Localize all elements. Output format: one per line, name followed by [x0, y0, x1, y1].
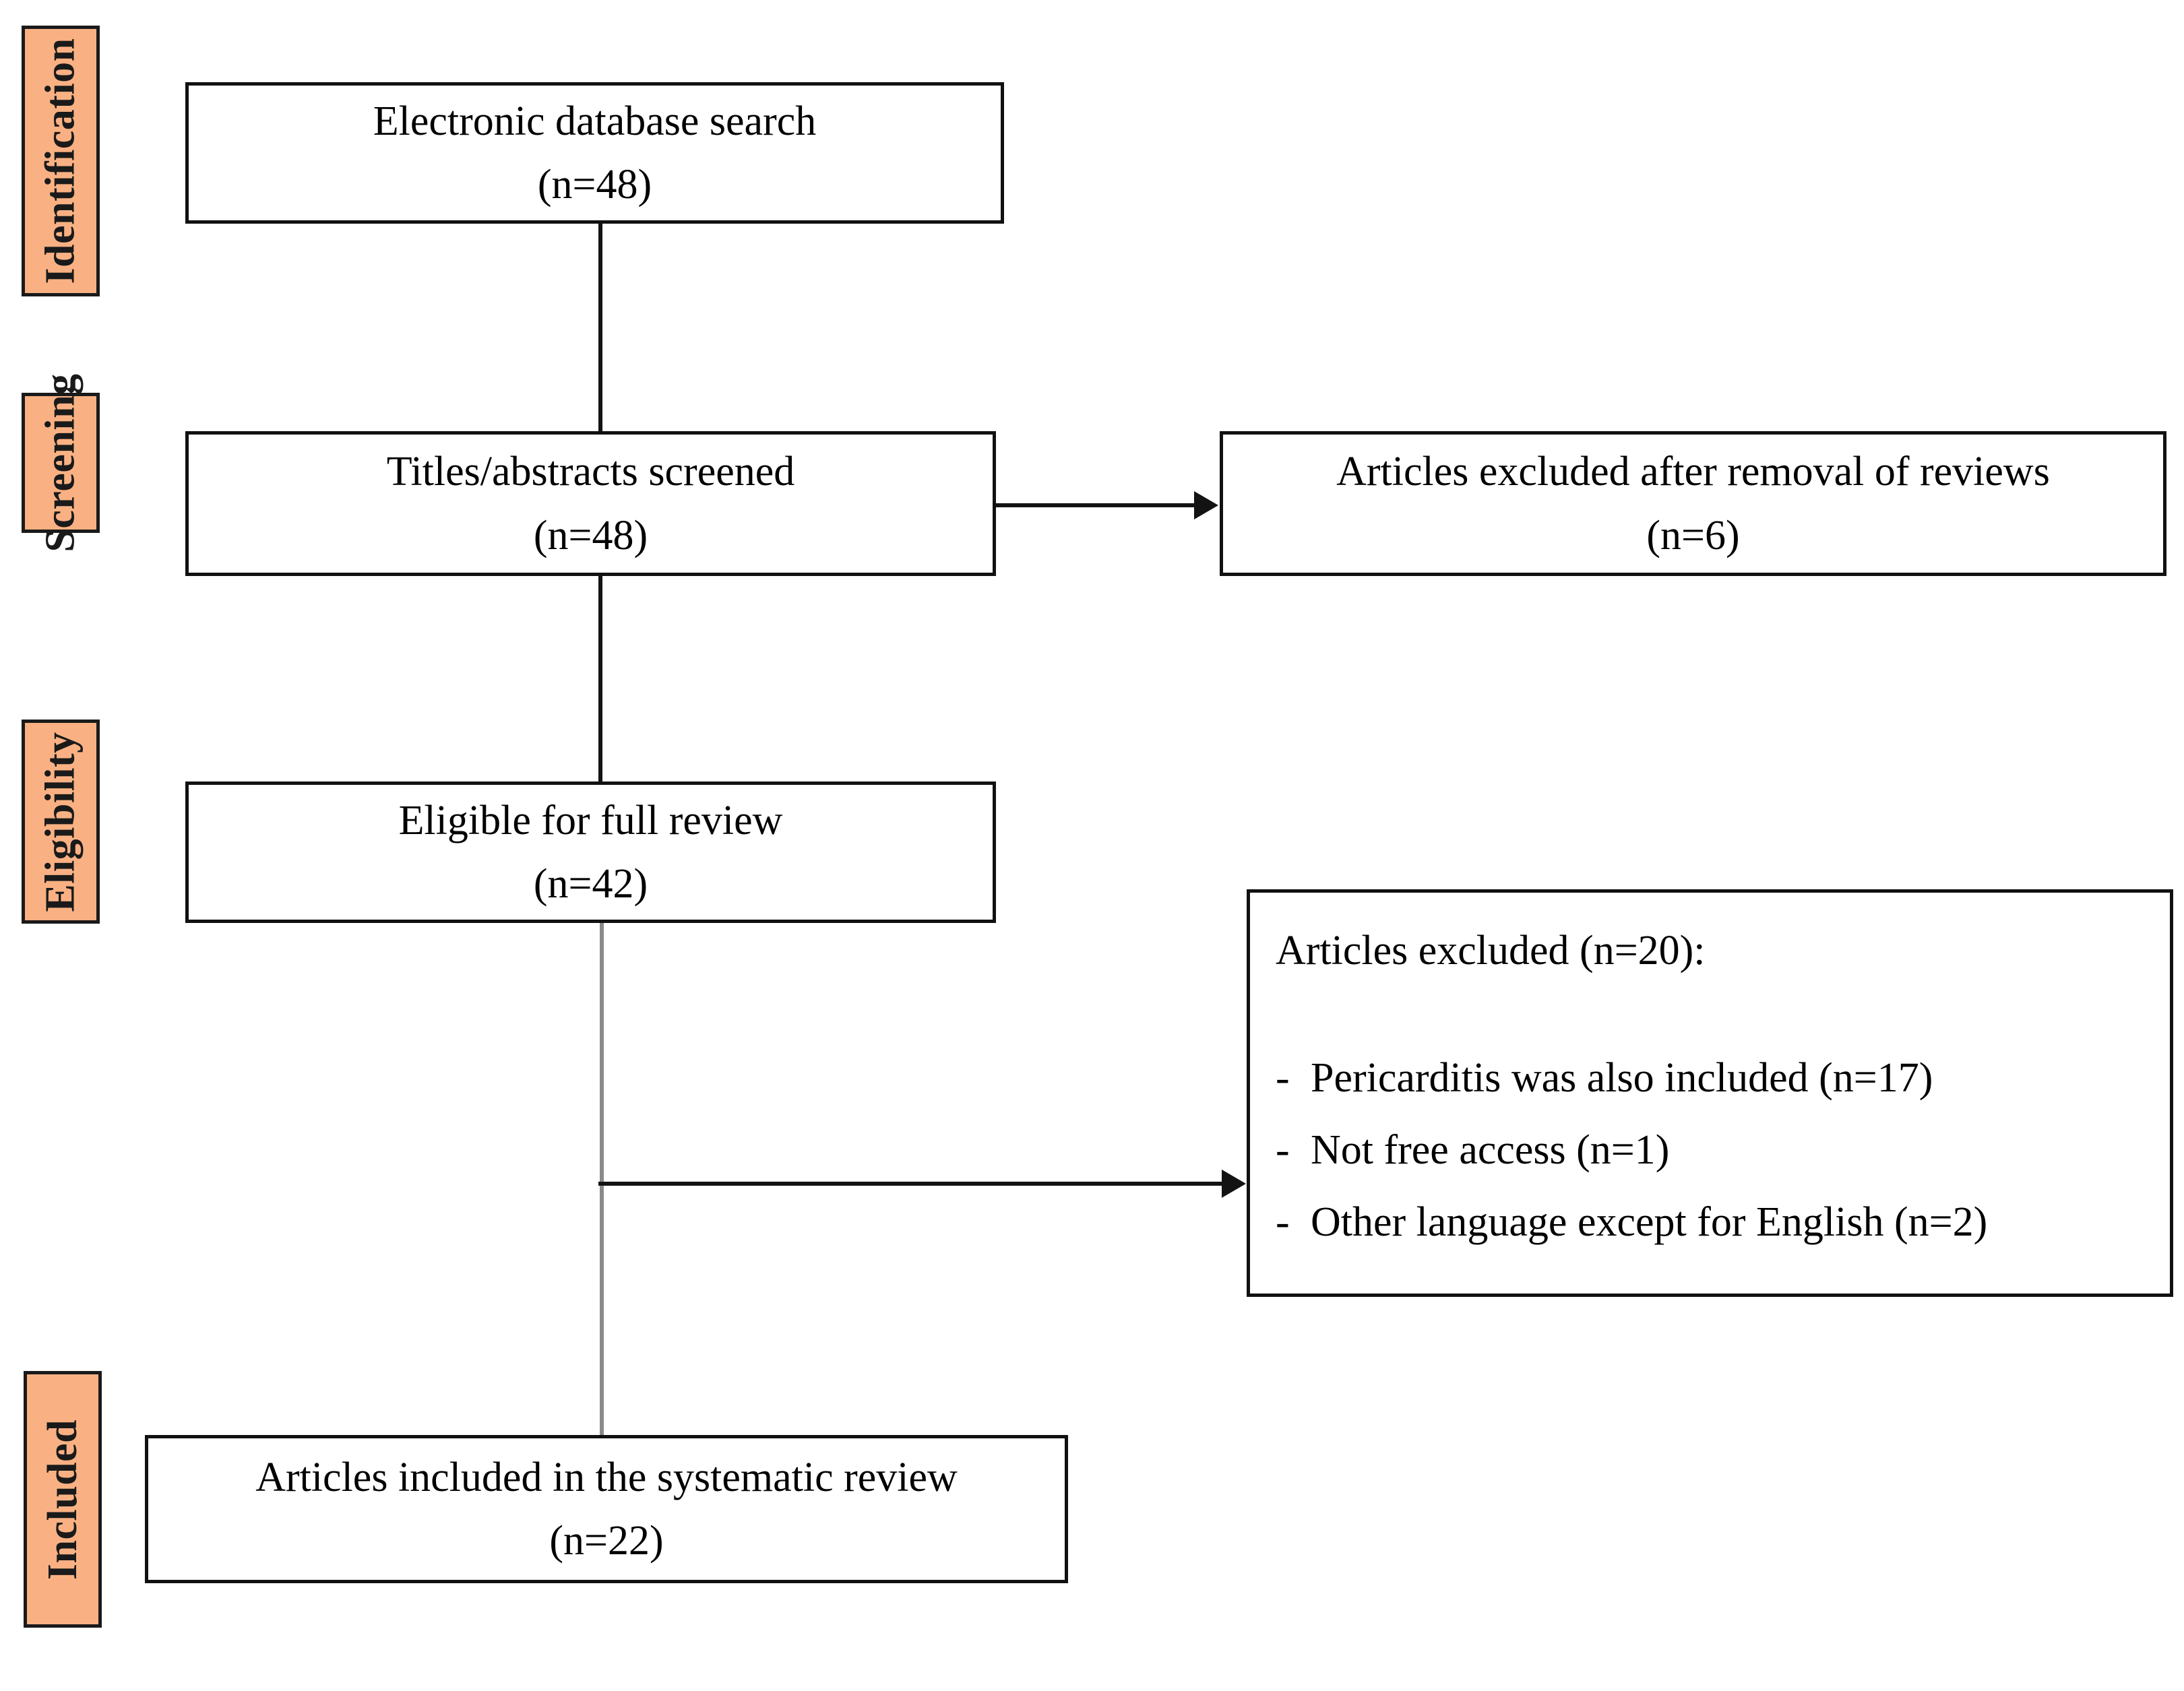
connector-screened-to-eligible [598, 575, 602, 784]
box-electronic-database-search: Electronic database search (n=48) [185, 82, 1004, 224]
bullet-dash-icon: - [1276, 1199, 1290, 1245]
box-excluded-reviews-count: (n=6) [1646, 512, 1740, 559]
stage-label-eligibility: Eligibility [38, 731, 84, 912]
box-search-count: (n=48) [537, 162, 652, 208]
list-item: - Other language except for English (n=2… [1276, 1191, 2170, 1254]
stage-bar-screening: Screening [22, 373, 100, 552]
bullet-dash-icon: - [1276, 1127, 1290, 1173]
stage-bar-identification: Identification [22, 26, 100, 296]
connector-eligible-to-excluded-reasons [598, 1182, 1225, 1186]
arrowhead-screened-to-excluded-reviews [1194, 491, 1218, 519]
bullet-dash-icon: - [1276, 1055, 1290, 1101]
box-included-count: (n=22) [549, 1518, 664, 1564]
box-articles-excluded-reasons: Articles excluded (n=20): - Pericarditis… [1247, 889, 2173, 1297]
stage-label-identification: Identification [38, 38, 84, 284]
excluded-reason-text: Pericarditis was also included (n=17) [1311, 1055, 1933, 1101]
box-eligible-for-full-review: Eligible for full review (n=42) [185, 781, 996, 923]
box-titles-abstracts-screened: Titles/abstracts screened (n=48) [185, 431, 996, 576]
connector-search-to-screened [598, 222, 602, 433]
stage-bar-included: Included [24, 1371, 102, 1628]
box-eligible-count: (n=42) [533, 861, 648, 907]
excluded-reasons-title: Articles excluded (n=20): [1276, 928, 1706, 974]
excluded-reasons-list: - Pericarditis was also included (n=17) … [1276, 1047, 2170, 1254]
box-articles-excluded-after-removal-of-reviews: Articles excluded after removal of revie… [1220, 431, 2166, 576]
box-screened-line-1: Titles/abstracts screened [386, 449, 795, 495]
stage-bar-eligibility: Eligibility [22, 720, 100, 924]
box-search-line-1: Electronic database search [373, 98, 817, 144]
box-screened-count: (n=48) [533, 512, 648, 559]
box-articles-included-in-systematic-review: Articles included in the systematic revi… [145, 1435, 1068, 1583]
excluded-reason-text: Not free access (n=1) [1311, 1127, 1670, 1173]
box-eligible-line-1: Eligible for full review [398, 797, 783, 843]
stage-label-screening: Screening [38, 373, 84, 552]
box-included-line-1: Articles included in the systematic revi… [255, 1454, 958, 1500]
stage-label-included: Included [40, 1419, 86, 1580]
excluded-reason-text: Other language except for English (n=2) [1311, 1199, 1988, 1245]
arrowhead-eligible-to-excluded-reasons [1222, 1170, 1246, 1198]
connector-eligible-to-included [600, 922, 604, 1437]
connector-screened-to-excluded-reviews [994, 503, 1196, 507]
list-item: - Not free access (n=1) [1276, 1119, 2170, 1182]
list-item: - Pericarditis was also included (n=17) [1276, 1047, 2170, 1110]
box-excluded-reviews-line-1: Articles excluded after removal of revie… [1336, 449, 2050, 495]
